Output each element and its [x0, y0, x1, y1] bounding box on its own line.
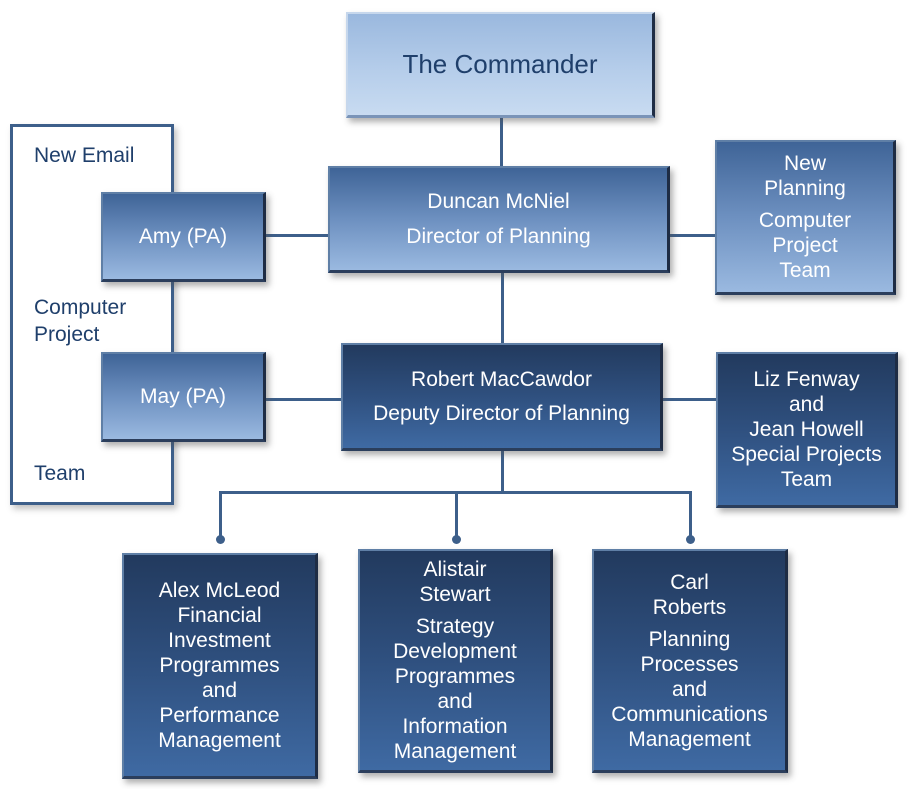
group-label-project: Project: [34, 323, 100, 346]
connector-deputy-down: [501, 450, 504, 493]
carl-line: Roberts: [652, 595, 727, 619]
special-line: and: [788, 393, 825, 416]
amy-name: Amy (PA): [138, 224, 228, 248]
group-label-team: Team: [34, 462, 86, 485]
carl-line: and: [671, 677, 708, 701]
node-director-of-planning[interactable]: Duncan McNiel Director of Planning: [328, 166, 670, 273]
node-carl-roberts[interactable]: Carl Roberts Planning Processes and Comm…: [592, 549, 788, 773]
deputy-name: Robert MacCawdor: [411, 367, 592, 391]
node-alex-mcleod[interactable]: Alex McLeod Financial Investment Program…: [122, 553, 318, 779]
carl-line: Management: [628, 727, 751, 751]
group-label-computer: Computer: [34, 296, 127, 319]
deputy-role: Deputy Director of Planning: [373, 401, 630, 425]
connector-amy-may: [171, 281, 174, 353]
connector-drop-carl: [689, 491, 692, 539]
alistair-line: Information: [402, 715, 508, 738]
newplanning-line: Project: [772, 234, 838, 257]
alex-line: Financial: [177, 604, 262, 627]
connector-commander-director: [500, 118, 503, 166]
connector-director-newplanning: [669, 234, 716, 237]
carl-line: Carl: [670, 570, 709, 594]
carl-line: Planning: [648, 627, 731, 651]
node-deputy-director-of-planning[interactable]: Robert MacCawdor Deputy Director of Plan…: [341, 343, 663, 451]
newplanning-line: Planning: [764, 177, 846, 200]
newplanning-line: New: [783, 152, 826, 175]
may-name: May (PA): [140, 384, 226, 408]
special-line: Team: [780, 468, 833, 491]
node-amy-pa[interactable]: Amy (PA): [101, 192, 266, 282]
director-role: Director of Planning: [406, 225, 591, 248]
special-line: Special Projects: [731, 443, 882, 466]
connector-may-deputy: [265, 398, 342, 401]
alistair-line: Strategy: [415, 615, 495, 638]
connector-dot-carl: [686, 535, 695, 544]
connector-dot-alex: [216, 535, 225, 544]
connector-deputy-special: [661, 398, 718, 401]
node-new-planning-computer-project-team[interactable]: New Planning Computer Project Team: [715, 140, 896, 295]
commander-title: The Commander: [402, 49, 598, 79]
alistair-line: Management: [393, 740, 517, 763]
node-the-commander[interactable]: The Commander: [346, 12, 655, 118]
alex-line: Management: [158, 729, 281, 752]
alex-line: Investment: [168, 629, 271, 652]
alistair-line: and: [437, 690, 473, 713]
carl-line: Communications: [611, 702, 768, 726]
special-line: Jean Howell: [749, 418, 864, 441]
connector-drop-alistair: [455, 491, 458, 539]
node-may-pa[interactable]: May (PA): [101, 352, 266, 442]
alex-line: Programmes: [159, 654, 280, 677]
newplanning-line: Computer: [758, 209, 852, 232]
alex-line: and: [201, 679, 238, 702]
node-special-projects-team[interactable]: Liz Fenway and Jean Howell Special Proje…: [716, 352, 898, 508]
alistair-line: Alistair: [423, 558, 487, 581]
alistair-line: Programmes: [394, 665, 516, 688]
carl-line: Processes: [640, 652, 739, 676]
node-alistair-stewart[interactable]: Alistair Stewart Strategy Development Pr…: [358, 549, 553, 773]
connector-dot-alistair: [452, 535, 461, 544]
alistair-line: Stewart: [419, 583, 491, 606]
alex-line: Performance: [159, 704, 280, 727]
newplanning-line: Team: [779, 259, 831, 282]
connector-director-deputy: [501, 272, 504, 344]
alistair-line: Development: [393, 640, 517, 663]
alex-line: Alex McLeod: [158, 579, 281, 602]
connector-amy-director: [265, 234, 329, 237]
special-line: Liz Fenway: [753, 368, 860, 391]
connector-drop-alex: [219, 491, 222, 539]
director-name: Duncan McNiel: [427, 190, 570, 213]
group-label-new-email: New Email: [34, 144, 135, 167]
